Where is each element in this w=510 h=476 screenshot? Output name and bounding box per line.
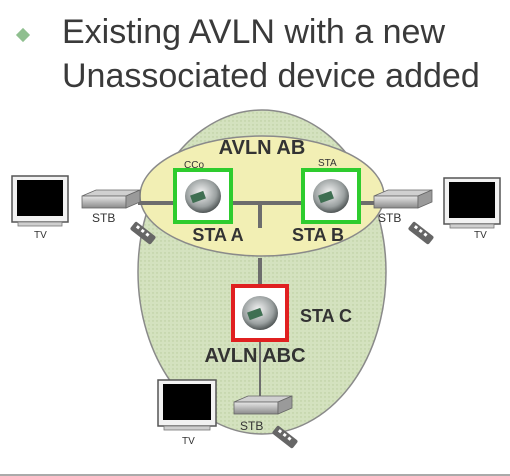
stb-label: STB (92, 211, 115, 225)
tv-label: TV (474, 230, 487, 241)
stb-icon (233, 395, 293, 415)
avln-ab-label: AVLN AB (219, 137, 306, 159)
tv-label: TV (182, 436, 195, 447)
tv-icon (11, 175, 69, 227)
remote-control-icon (408, 221, 434, 245)
sta-b-label: STA B (292, 225, 344, 245)
endpoint-bottom: TV STB (157, 379, 298, 449)
endpoint-left: TV STB (11, 175, 156, 245)
avln-abc-label: AVLN ABC (204, 345, 305, 367)
sta-b-role: STA (318, 158, 337, 169)
tv-label: TV (34, 230, 47, 241)
node-sta-a: CCo STA A (173, 160, 244, 245)
footer-divider (0, 474, 510, 476)
stb-label: STB (240, 419, 263, 433)
stb-icon (81, 189, 141, 209)
remote-control-icon (272, 425, 298, 449)
tv-icon (157, 379, 217, 431)
node-sta-b: STA STA B (292, 158, 361, 245)
endpoint-right: STB TV (373, 177, 501, 245)
stb-label: STB (378, 211, 401, 225)
sta-a-label: STA A (192, 225, 243, 245)
title-line-1: Existing AVLN with a new (62, 13, 445, 51)
title-line-2: Unassociated device added (62, 57, 480, 95)
sta-a-role: CCo (184, 160, 204, 171)
sta-c-label: STA C (300, 306, 352, 326)
remote-control-icon (130, 221, 156, 245)
stb-icon (373, 189, 433, 209)
tv-icon (443, 177, 501, 229)
node-sta-c: STA C (231, 284, 352, 342)
